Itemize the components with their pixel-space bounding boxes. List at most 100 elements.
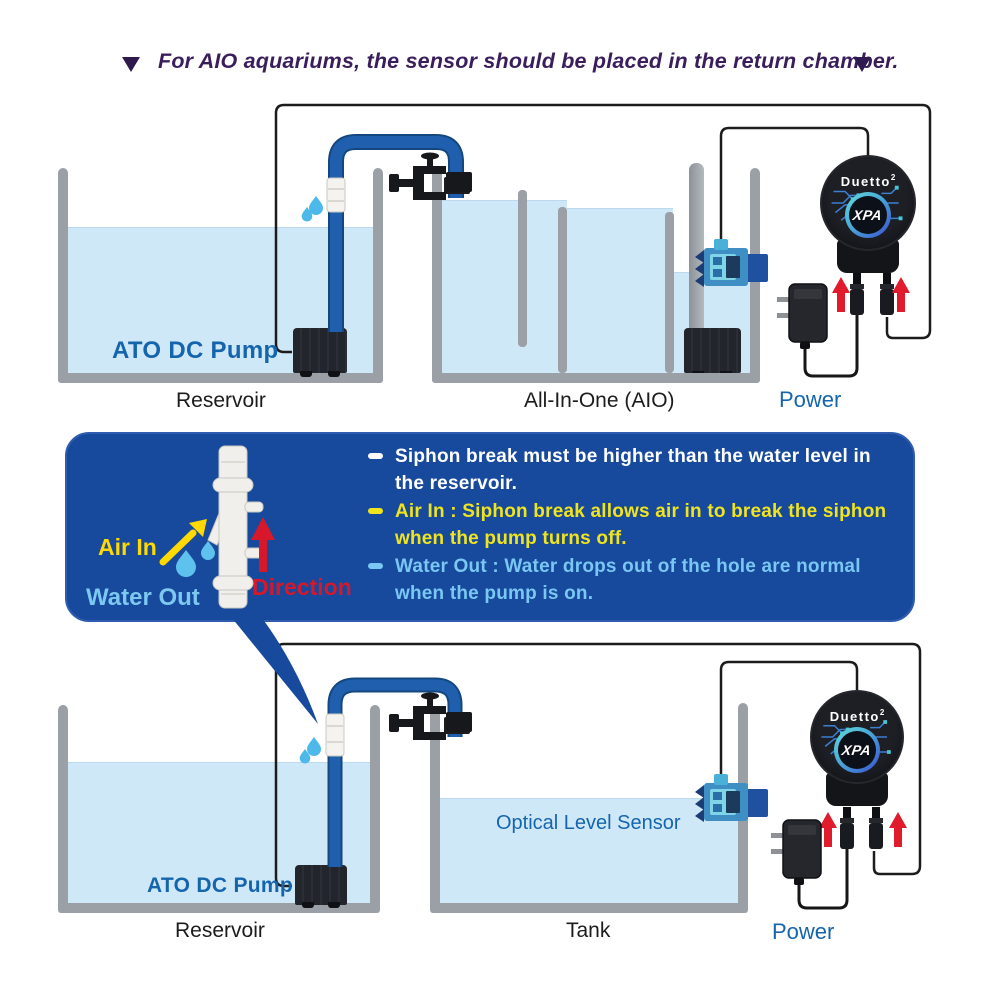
ato-dc-pump [295,865,347,905]
sensor-wire [719,660,859,775]
sensor-detail [713,792,722,800]
adapter-prong [771,849,783,854]
sensor-bracket [746,254,768,282]
down-triangle-icon [122,57,140,72]
sensor-fin [695,797,704,810]
brand-logo: XPA [834,727,880,773]
controller-head: Duetto2 XPA [820,155,916,251]
air-in-label: Air In [98,534,157,560]
pump-foot [328,902,340,908]
header-title: For AIO aquariums, the sensor should be … [158,49,899,73]
sensor-bracket [746,789,768,817]
sensor-window [726,791,740,813]
dc-plug-tip [883,273,891,284]
aio-water-display [442,200,567,374]
brand-logo: XPA [845,192,891,238]
sensor-cable-port [714,239,728,250]
water-drop-icon [309,196,323,215]
air-in-arrow-icon [159,529,197,566]
tank-label: Tank [566,919,611,942]
return-pump-pipe [689,163,704,330]
pump-foot [328,371,340,377]
dash-bullet-icon [368,508,383,514]
dc-plug-body [840,823,854,849]
adapter-cable-stub [794,878,804,885]
bullet-item: Siphon break must be higher than the wat… [368,443,913,497]
siphon-break-fitting [325,713,345,757]
dc-plug-collar [840,818,854,823]
fitting-flare [212,575,254,591]
pump-foot [300,371,312,377]
water-drop-icon [299,749,311,764]
device-brand: Duetto2 [822,173,914,189]
info-box-art [159,445,318,724]
dc-plug-body [880,289,894,315]
bullet-text: Air In : Siphon break allows air in to b… [395,501,887,549]
adapter-detail [794,289,822,299]
plug-arrow-icon [819,812,837,847]
pump-power-wire [274,642,922,888]
dc-plug-collar [880,284,894,289]
sensor-detail [713,804,722,812]
clamp-screw [399,179,413,187]
water-out-label: Water Out [86,584,200,611]
direction-label: Direction [252,574,352,600]
ato-tubing [330,136,462,332]
adapter-prong [777,313,789,318]
direction-arrow-icon [251,517,275,540]
siphon-break-fitting [326,177,346,213]
aio-bottom [432,373,760,383]
device-brand-superscript: 2 [890,173,896,182]
tubing-clamp [389,152,472,200]
device-brand-text: Duetto [840,174,891,189]
plug-arrow-icon [832,277,850,312]
clamp-screw [399,719,413,727]
sensor-detail [713,269,722,277]
dc-plug-tip [872,807,880,818]
optical-level-sensor [695,774,768,822]
sensor-wire [719,126,870,240]
brand-logo-text: XPA [841,742,873,758]
dc-plug-body [850,289,864,315]
bullet-item: Water Out : Water drops out of the hole … [368,553,913,607]
fitting-tab [244,501,264,513]
dash-bullet-icon [368,453,383,459]
bullet-text: Siphon break must be higher than the wat… [395,446,871,494]
sensor-fin [695,250,704,263]
reservoir-label: Reservoir [176,389,266,412]
bullet-text: Water Out : Water drops out of the hole … [395,556,861,604]
info-box-tail [232,618,318,724]
aio-wall-left [432,168,442,383]
clamp-knob [421,692,439,700]
reservoir-wall-right [370,705,380,913]
pump-foot [302,902,314,908]
tank-water [440,798,738,904]
power-label: Power [772,919,835,944]
water-drop-icon [176,550,196,577]
dc-plug-collar [869,818,883,823]
bullet-item: Air In : Siphon break allows air in to b… [368,498,913,552]
tank-wall-left [430,707,440,913]
pump-power-wire [274,103,932,354]
sensor-cable-port [714,774,728,785]
reservoir-label: Reservoir [175,919,265,942]
sensor-fin [695,809,704,822]
sensor-window [726,256,740,278]
sensor-fin [695,785,704,798]
brand-logo-text: XPA [852,207,884,223]
water-drop-icon [201,541,215,560]
dash-bullet-icon [368,563,383,569]
dc-plug-tip [843,807,851,818]
aio-water-middle [567,208,673,374]
sensor-fin [695,262,704,275]
sensor-fin [695,274,704,287]
dc-plug-tip [853,273,861,284]
adapter-prong [777,297,789,302]
brand-logo-inner: XPA [849,196,887,234]
clamp-knob [389,714,399,732]
reservoir-bottom [58,373,383,383]
siphon-break-illustration [207,445,264,609]
dc-plug-body [869,823,883,849]
